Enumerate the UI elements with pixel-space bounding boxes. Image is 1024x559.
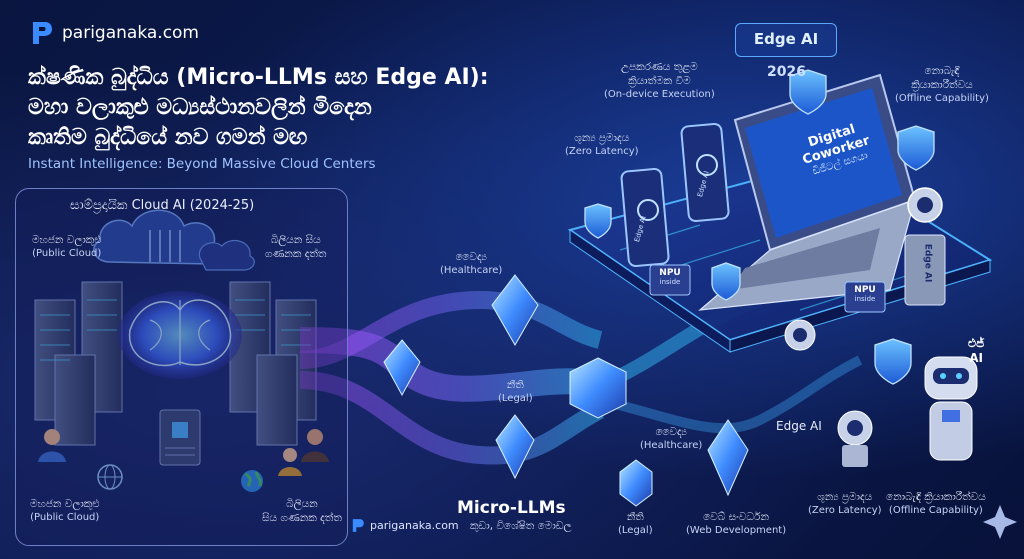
footer-brand-name: pariganaka.com	[370, 519, 459, 532]
server-chip-icon	[159, 409, 201, 466]
camera-icons	[784, 319, 873, 467]
edge-ai-top-label: එජ් AI	[968, 336, 985, 365]
edge-device-label: Edge AI	[922, 243, 933, 283]
brand[interactable]: pariganaka.com	[30, 20, 199, 46]
public-cloud-bottom-label: මහජන වලාකුළු (Public Cloud)	[30, 498, 100, 523]
npu-chip-icons	[649, 264, 886, 313]
micro-llms-sublabel: කුඩා, විශේෂිත මොඩල	[470, 520, 572, 532]
year-label: 2026	[767, 64, 806, 80]
edge-ai-badge: Edge AI	[735, 23, 837, 57]
webdev-label: වෙබ් සංවර්ධන (Web Development)	[686, 511, 787, 536]
panel-title: සාම්ප්‍රදායික Cloud AI (2024-25)	[70, 198, 255, 213]
earth-icon	[241, 470, 263, 492]
brain-icon	[118, 291, 242, 379]
brand-name: pariganaka.com	[62, 23, 199, 43]
subtitle: Instant Intelligence: Beyond Massive Clo…	[28, 156, 376, 172]
footer-logo-icon	[352, 519, 364, 532]
public-cloud-top-label: මහජන වලාකුළු (Public Cloud)	[32, 234, 102, 259]
server-racks	[34, 281, 317, 446]
offline-bottom-label: නොබැඳි ක්‍රියාකාරීත්වය (Offline Capabili…	[886, 491, 986, 516]
zero-latency-top-label: ශුන්‍ය ප්‍රමාදය (Zero Latency)	[565, 132, 639, 157]
healthcare-top-label: වෛද්‍ය (Healthcare)	[440, 251, 503, 276]
phone-icons	[620, 123, 730, 267]
brand-logo-icon	[33, 22, 52, 44]
person-icons	[38, 429, 329, 476]
shield-icons	[584, 69, 935, 385]
sparkle-icon	[983, 505, 1017, 539]
legal-bottom-label: නීති (Legal)	[618, 511, 653, 536]
edge-ai-label: Edge AI	[776, 419, 822, 433]
globe-icon	[97, 464, 123, 490]
billions-top-label: බිලියන සිය ගණනක දත්ත	[265, 234, 327, 260]
title-line-2: මහා වලාකුළු මධ්‍යස්ථානවලින් මිදෙන	[28, 95, 372, 120]
robot-icon	[924, 356, 978, 461]
billions-bottom-label: බිලියන සිය ගණනක දත්ත	[262, 498, 342, 524]
healthcare-bottom-label: වෛද්‍ය (Healthcare)	[640, 426, 703, 451]
legal-mid-label: නීති (Legal)	[498, 379, 533, 404]
zero-latency-bottom-label: ශුන්‍ය ප්‍රමාදය (Zero Latency)	[808, 491, 882, 516]
title-line-3: කෘතිම බුද්ධියේ නව ගමන් මඟ	[28, 125, 308, 150]
footer-brand[interactable]: pariganaka.com	[351, 518, 459, 533]
edge-ai-device	[904, 187, 946, 306]
crystal-icons	[383, 274, 749, 507]
offline-top-label: නොබැඳි ක්‍රියාකාරීත්වය (Offline Capabili…	[895, 65, 989, 104]
on-device-label: උපකරණය තුළම ක්‍රියාත්මක වීම (On-device E…	[604, 61, 715, 100]
title-line-1: ක්ෂණික බුද්ධිය (Micro-LLMs සහ Edge AI):	[28, 65, 489, 90]
cloud-icon	[93, 209, 255, 271]
npu-chip-1: NPU inside	[659, 268, 681, 286]
npu-chip-2: NPU inside	[854, 285, 876, 303]
cloud-ai-panel	[15, 188, 348, 546]
micro-llms-label: Micro-LLMs	[457, 498, 566, 518]
